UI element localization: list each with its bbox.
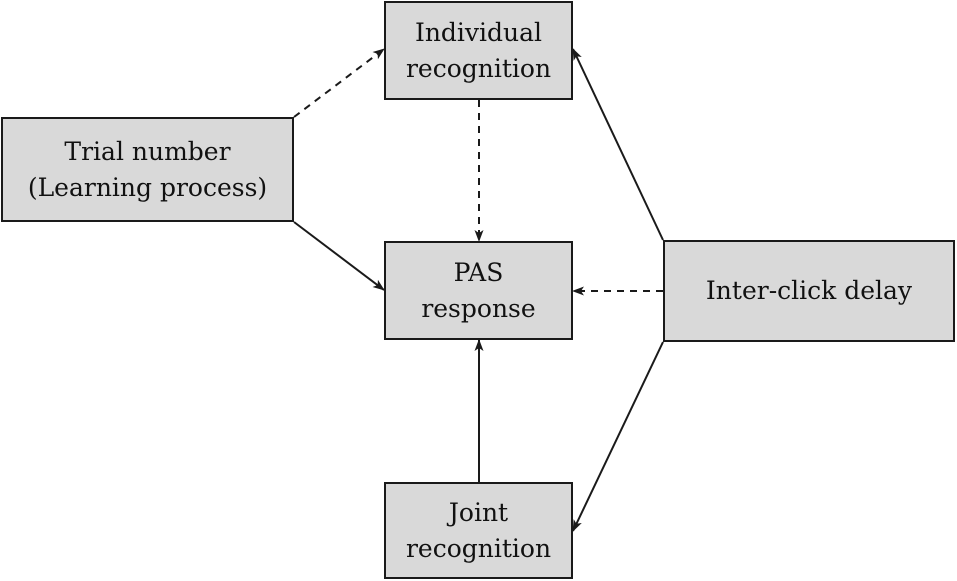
node-individual-recognition-line-2: recognition (405, 53, 552, 83)
node-individual-recognition: Individual recognition (384, 1, 573, 100)
node-trial-number-line-1: Trial number (64, 136, 231, 166)
node-joint-recognition-line-1: Joint (448, 497, 509, 527)
edge-delay-to-joint (572, 341, 664, 532)
edge-trial-to-pas (293, 221, 385, 291)
node-pas-response: PAS response (384, 241, 573, 340)
edge-trial-to-individual (293, 48, 385, 118)
node-trial-number-line-2: (Learning process) (27, 172, 268, 202)
node-individual-recognition-line-1: Individual (414, 17, 543, 47)
node-joint-recognition: Joint recognition (384, 482, 573, 579)
node-trial-number: Trial number (Learning process) (1, 117, 294, 222)
node-inter-click-delay-line-1: Inter-click delay (705, 276, 913, 305)
node-inter-click-delay: Inter-click delay (663, 240, 955, 342)
edge-delay-to-individual (572, 48, 664, 241)
node-joint-recognition-line-2: recognition (405, 533, 552, 563)
node-pas-response-line-1: PAS (453, 257, 504, 287)
node-pas-response-line-2: response (421, 293, 536, 323)
